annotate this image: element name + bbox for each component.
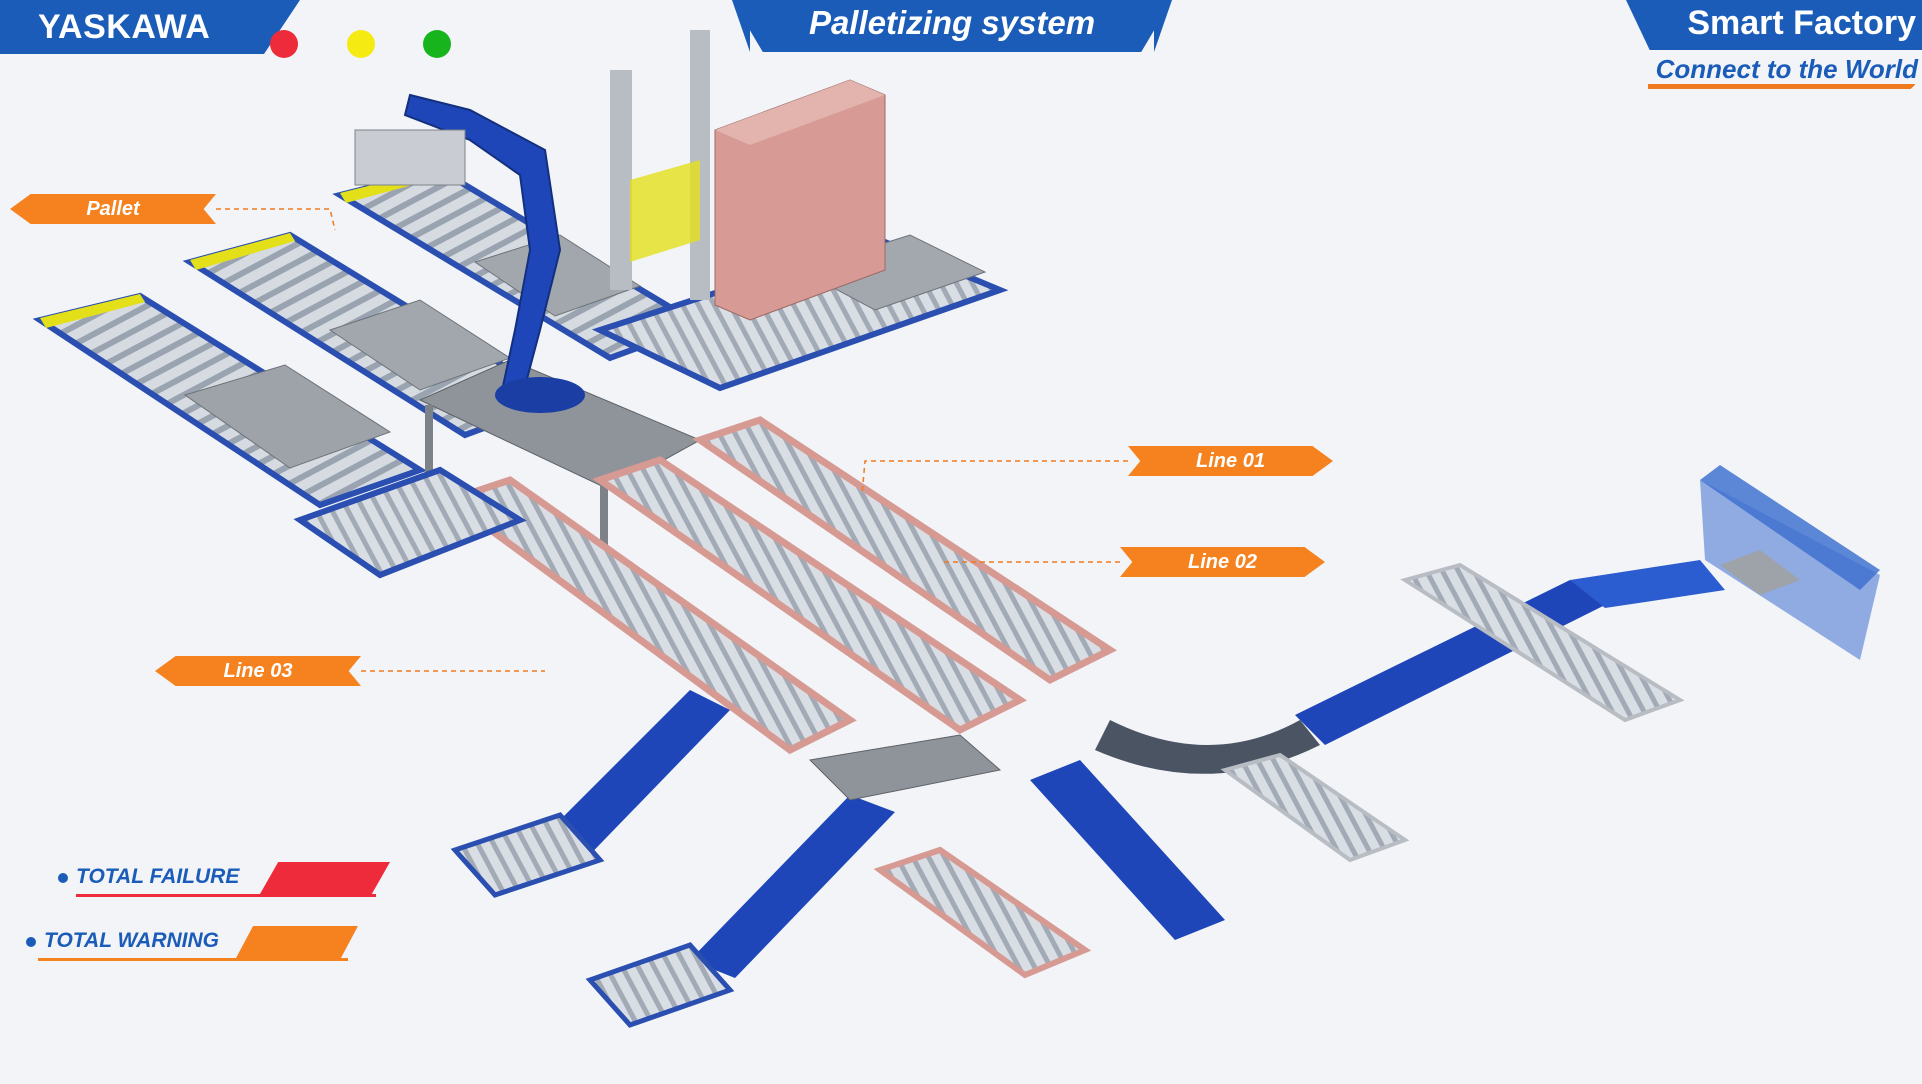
total-warning-label: TOTAL WARNING xyxy=(44,929,219,952)
callout-leaders xyxy=(216,208,1128,672)
brand-logo: YASKAWA xyxy=(0,0,300,54)
smart-factory-title: Smart Factory xyxy=(1687,4,1916,42)
inclined-belts xyxy=(450,690,1225,1028)
red-signal-light xyxy=(270,30,298,58)
callout-line-03-label: Line 03 xyxy=(223,660,293,682)
callout-line-03[interactable]: Line 03 xyxy=(155,656,361,686)
total-warning-indicator[interactable]: TOTAL WARNING xyxy=(26,926,361,961)
total-warning-bar xyxy=(236,926,358,958)
line-02-conveyor xyxy=(592,456,1027,735)
tagline-underline xyxy=(1648,84,1916,89)
page-title-banner: Palletizing system xyxy=(732,0,1172,52)
pallet-load-1 xyxy=(183,364,392,469)
robot-arm xyxy=(403,93,562,407)
brand-name: YASKAWA xyxy=(38,8,211,46)
total-failure-indicator[interactable]: TOTAL FAILURE xyxy=(58,862,393,897)
callout-line-01[interactable]: Line 01 xyxy=(1128,446,1333,476)
total-failure-label: TOTAL FAILURE xyxy=(76,865,240,888)
bullet-icon xyxy=(58,873,68,883)
yellow-guard-2 xyxy=(190,233,295,270)
line-03-conveyor xyxy=(442,476,857,755)
total-failure-underline xyxy=(76,894,376,897)
callout-line-01-label: Line 01 xyxy=(1196,450,1265,472)
control-cabinet xyxy=(610,30,886,321)
total-warning-underline xyxy=(38,958,348,961)
outfeed-conveyor xyxy=(1095,465,1880,863)
robot-cell xyxy=(354,93,702,575)
page-title: Palletizing system xyxy=(808,4,1096,41)
line-01-conveyor xyxy=(692,416,1118,685)
callout-pallet-label: Pallet xyxy=(86,198,140,220)
bullet-icon xyxy=(26,937,36,947)
callout-line-02-label: Line 02 xyxy=(1188,551,1257,573)
production-lines xyxy=(293,416,1118,755)
smart-factory-banner: Smart Factory xyxy=(1626,0,1922,50)
green-signal-light xyxy=(423,30,451,58)
yellow-guard-1 xyxy=(40,294,145,328)
total-failure-bar xyxy=(260,862,390,894)
callout-pallet[interactable]: Pallet xyxy=(10,194,216,224)
callout-line-02[interactable]: Line 02 xyxy=(1120,547,1325,577)
tagline: Connect to the World xyxy=(1655,54,1918,84)
yellow-signal-light xyxy=(347,30,375,58)
